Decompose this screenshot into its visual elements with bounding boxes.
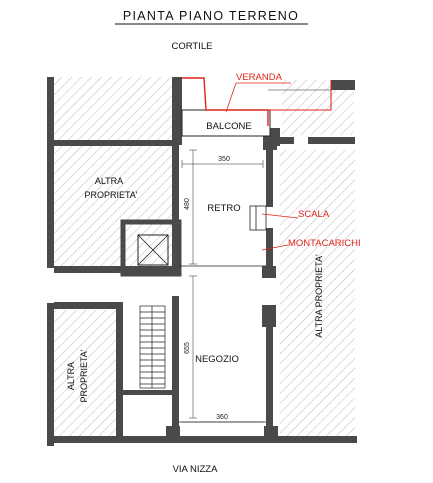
- staircase: [139, 305, 166, 389]
- hatch-right-property: [280, 150, 355, 440]
- room-altra-left-line2: PROPRIETA': [84, 190, 137, 200]
- dim-retro-depth: 480: [184, 198, 191, 210]
- lift-shaft: [120, 219, 182, 277]
- montacarichi-leader: [261, 244, 289, 251]
- hatch-left-property: [54, 145, 172, 268]
- dim-retro-width: 350: [218, 156, 230, 163]
- veranda-leader: [225, 82, 237, 113]
- walls: [47, 77, 357, 446]
- cortile-label: CORTILE: [171, 41, 212, 52]
- veranda-outline: [182, 77, 269, 126]
- room-altra-lower-line2: PROPRIETA': [79, 349, 89, 402]
- room-balcone: BALCONE: [206, 121, 251, 132]
- room-altra-lower-line1: ALTRA: [66, 362, 76, 390]
- hatch-lower-left-property: [54, 310, 116, 440]
- annotation-scala: SCALA: [298, 209, 330, 220]
- hatch-top-left: [54, 77, 172, 143]
- interior-lines: [179, 205, 267, 423]
- dimension-lines: [181, 149, 264, 423]
- room-altra-right: ALTRA PROPRIETA': [314, 254, 324, 338]
- room-negozio: NEGOZIO: [195, 354, 239, 365]
- room-altra-left-line1: ALTRA: [95, 176, 123, 186]
- via-nizza-label: VIA NIZZA: [173, 464, 219, 475]
- scala-leader: [261, 213, 299, 219]
- dim-negozio-depth: 655: [184, 342, 191, 354]
- plan-title: PIANTA PIANO TERRENO: [123, 9, 299, 23]
- dim-negozio-width: 360: [216, 414, 228, 421]
- room-retro: RETRO: [207, 203, 240, 214]
- annotation-montacarichi: MONTACARICHI: [288, 238, 361, 249]
- annotation-veranda: VERANDA: [236, 72, 283, 83]
